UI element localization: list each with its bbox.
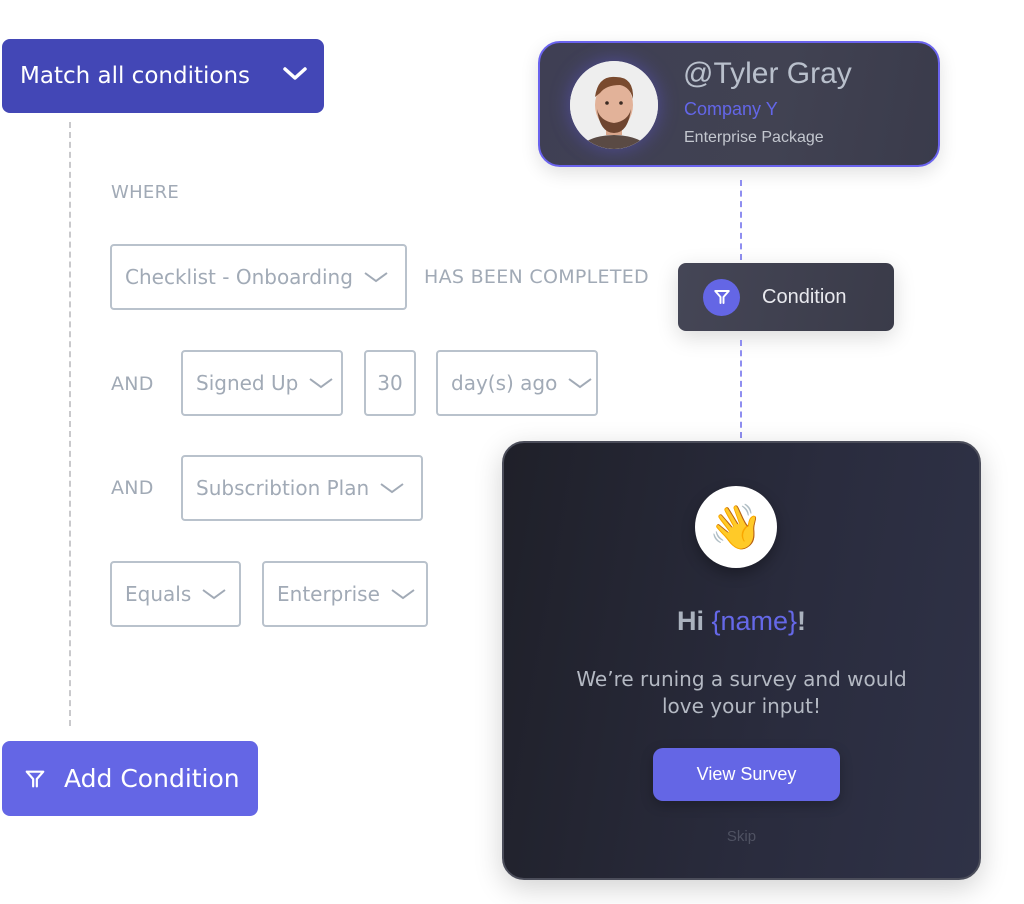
attribute-dropdown[interactable]: Subscribtion Plan xyxy=(181,455,423,521)
view-survey-button[interactable]: View Survey xyxy=(653,748,840,801)
chevron-down-icon xyxy=(364,272,388,283)
and-label: AND xyxy=(111,373,154,395)
skip-link[interactable]: Skip xyxy=(726,828,757,845)
user-package: Enterprise Package xyxy=(684,129,824,146)
days-number-input[interactable]: 30 xyxy=(364,350,416,416)
chevron-down-icon xyxy=(391,589,415,600)
value-value: Enterprise xyxy=(277,582,380,606)
operator-value: Equals xyxy=(125,582,192,606)
where-label: WHERE xyxy=(111,182,180,203)
flow-connector xyxy=(740,340,742,438)
greeting-punct: ! xyxy=(797,606,807,636)
user-company: Company Y xyxy=(684,99,778,119)
add-condition-button[interactable]: Add Condition xyxy=(2,741,258,816)
filter-icon-badge xyxy=(703,278,740,316)
chevron-down-icon xyxy=(202,589,226,600)
operator-dropdown[interactable]: Equals xyxy=(110,561,241,627)
survey-message: We’re runing a survey and would love you… xyxy=(576,667,907,718)
time-unit-value: day(s) ago xyxy=(451,371,558,395)
user-photo xyxy=(570,61,658,149)
event-value: Signed Up xyxy=(196,371,299,395)
chevron-down-icon xyxy=(380,483,404,494)
condition-label: Condition xyxy=(762,285,847,308)
attribute-value: Subscribtion Plan xyxy=(196,476,370,500)
filter-icon xyxy=(25,770,45,787)
flow-connector xyxy=(740,180,742,260)
name-variable: {name} xyxy=(711,606,798,636)
chevron-down-icon xyxy=(283,67,307,80)
waving-hand-icon: 👋 xyxy=(695,486,777,568)
user-profile-card: @Tyler Gray Company Y Enterprise Package xyxy=(538,41,940,167)
add-condition-label: Add Condition xyxy=(64,764,240,793)
greeting: Hi {name}! xyxy=(504,606,979,637)
and-label: AND xyxy=(111,477,154,499)
avatar xyxy=(570,61,658,149)
greeting-text: Hi xyxy=(676,606,704,636)
event-dropdown[interactable]: Signed Up xyxy=(181,350,343,416)
days-value: 30 xyxy=(377,371,403,395)
filter-icon xyxy=(713,290,730,304)
condition-node[interactable]: Condition xyxy=(678,263,894,331)
connector-line xyxy=(69,122,71,726)
user-handle: @Tyler Gray xyxy=(683,57,852,90)
time-unit-dropdown[interactable]: day(s) ago xyxy=(436,350,598,416)
match-all-conditions-dropdown[interactable]: Match all conditions xyxy=(2,39,324,113)
completed-label: HAS BEEN COMPLETED xyxy=(424,266,649,288)
checklist-value: Checklist - Onboarding xyxy=(125,265,353,289)
match-label: Match all conditions xyxy=(20,63,250,89)
chevron-down-icon xyxy=(309,378,333,389)
chevron-down-icon xyxy=(568,378,592,389)
value-dropdown[interactable]: Enterprise xyxy=(262,561,428,627)
checklist-dropdown[interactable]: Checklist - Onboarding xyxy=(110,244,407,310)
survey-card: 👋 Hi {name}! We’re runing a survey and w… xyxy=(502,441,981,880)
